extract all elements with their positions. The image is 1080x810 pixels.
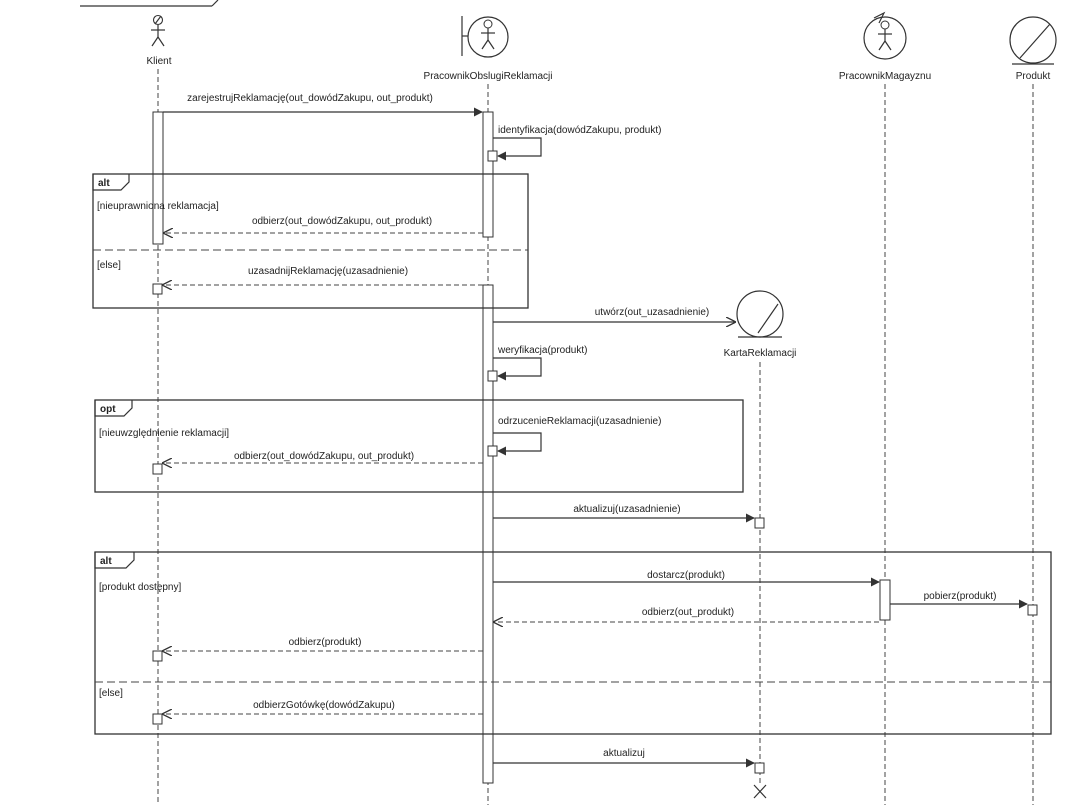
self-call-box-2 <box>487 370 498 382</box>
fragment-alt-1: alt [nieuprawniona reklamacja] [else] <box>92 173 529 309</box>
receive-box-klient-2 <box>152 463 163 475</box>
cropped-frame-corner <box>80 0 219 7</box>
message-odrzucenie: odrzucenieReklamacji(uzasadnienie) <box>493 416 661 456</box>
participant-label-pracownik-obslugi: PracownikObslugiReklamacji <box>424 71 553 82</box>
participant-karta-reklamacji: KartaReklamacji <box>724 290 797 359</box>
guard-label: [else] <box>99 688 123 699</box>
guard-label: [nieuwzględnienie reklamacji] <box>99 428 229 439</box>
fragment-keyword: opt <box>100 404 116 415</box>
activation-pracownik-2 <box>482 284 494 784</box>
receive-box-karta-2 <box>754 762 765 774</box>
message-label: odbierz(out_dowódZakupu, out_produkt) <box>234 451 414 462</box>
guard-label: [nieuprawniona reklamacja] <box>97 201 219 212</box>
message-utworz: utwórz(out_uzasadnienie) <box>493 307 735 322</box>
message-odbierz-2: odbierz(out_dowódZakupu, out_produkt) <box>163 451 483 463</box>
fragment-keyword: alt <box>98 178 110 189</box>
boundary-actor-icon <box>461 16 509 58</box>
message-label: pobierz(produkt) <box>924 591 997 602</box>
activation-klient <box>152 111 164 245</box>
message-label: aktualizuj <box>603 748 645 759</box>
fragment-opt: opt [nieuwzględnienie reklamacji] <box>94 399 744 493</box>
message-dostarcz: dostarcz(produkt) <box>493 570 880 587</box>
receive-box-karta-1 <box>754 517 765 529</box>
message-label: zarejestrujReklamację(out_dowódZakupu, o… <box>187 93 433 104</box>
message-odbierz-gotowke: odbierzGotówkę(dowódZakupu) <box>163 700 483 714</box>
receive-box-klient-4 <box>152 713 163 725</box>
entity-icon <box>736 290 784 338</box>
message-weryfikacja: weryfikacja(produkt) <box>493 345 587 381</box>
message-identyfikacja: identyfikacja(dowódZakupu, produkt) <box>493 125 661 161</box>
participant-label-karta: KartaReklamacji <box>724 348 797 359</box>
message-pobierz: pobierz(produkt) <box>890 591 1028 609</box>
message-label: aktualizuj(uzasadnienie) <box>573 504 680 515</box>
activation-magazynu <box>879 579 891 621</box>
message-label: identyfikacja(dowódZakupu, produkt) <box>498 125 661 136</box>
message-aktualizuj: aktualizuj <box>493 748 755 768</box>
participant-pracownik-magazynu: PracownikMagayznu <box>839 11 931 82</box>
destroy-marker <box>753 784 767 799</box>
message-zarejestruj: zarejestrujReklamację(out_dowódZakupu, o… <box>163 93 483 117</box>
participant-pracownik-obslugi: PracownikObslugiReklamacji <box>424 16 553 82</box>
fragment-keyword: alt <box>100 556 112 567</box>
participant-label-klient: Klient <box>146 56 171 67</box>
message-odbierz-1: odbierz(out_dowódZakupu, out_produkt) <box>164 216 483 233</box>
guard-label: [else] <box>97 260 121 271</box>
message-label: odbierz(produkt) <box>289 637 362 648</box>
self-call-box-3 <box>487 445 498 457</box>
message-odbierz-produkt: odbierz(produkt) <box>163 637 483 651</box>
message-label: odrzucenieReklamacji(uzasadnienie) <box>498 416 661 427</box>
message-label: weryfikacja(produkt) <box>497 345 587 356</box>
participant-label-produkt: Produkt <box>1016 71 1051 82</box>
message-aktualizuj-uzasadnienie: aktualizuj(uzasadnienie) <box>493 504 755 523</box>
entity-icon <box>1009 16 1057 65</box>
control-actor-icon <box>863 11 907 60</box>
message-label: uzasadnijReklamację(uzasadnienie) <box>248 266 408 277</box>
receive-box-klient-1 <box>152 283 163 295</box>
participant-klient: Klient <box>146 14 172 67</box>
fragment-alt-2: alt [produkt dostępny] [else] <box>94 551 1052 735</box>
message-uzasadnij: uzasadnijReklamację(uzasadnienie) <box>163 266 483 285</box>
message-label: odbierz(out_dowódZakupu, out_produkt) <box>252 216 432 227</box>
participant-label-pracownik-magazynu: PracownikMagayznu <box>839 71 931 82</box>
actor-icon <box>151 14 165 47</box>
message-label: odbierzGotówkę(dowódZakupu) <box>253 700 395 711</box>
message-label: odbierz(out_produkt) <box>642 607 734 618</box>
receive-box-klient-3 <box>152 650 163 662</box>
message-label: utwórz(out_uzasadnienie) <box>595 307 710 318</box>
participant-produkt: Produkt <box>1009 16 1057 82</box>
receive-box-produkt <box>1027 604 1038 616</box>
self-call-box-1 <box>487 150 498 162</box>
message-odbierz-produkt-out: odbierz(out_produkt) <box>494 607 879 622</box>
message-label: dostarcz(produkt) <box>647 570 725 581</box>
guard-label: [produkt dostępny] <box>99 582 181 593</box>
